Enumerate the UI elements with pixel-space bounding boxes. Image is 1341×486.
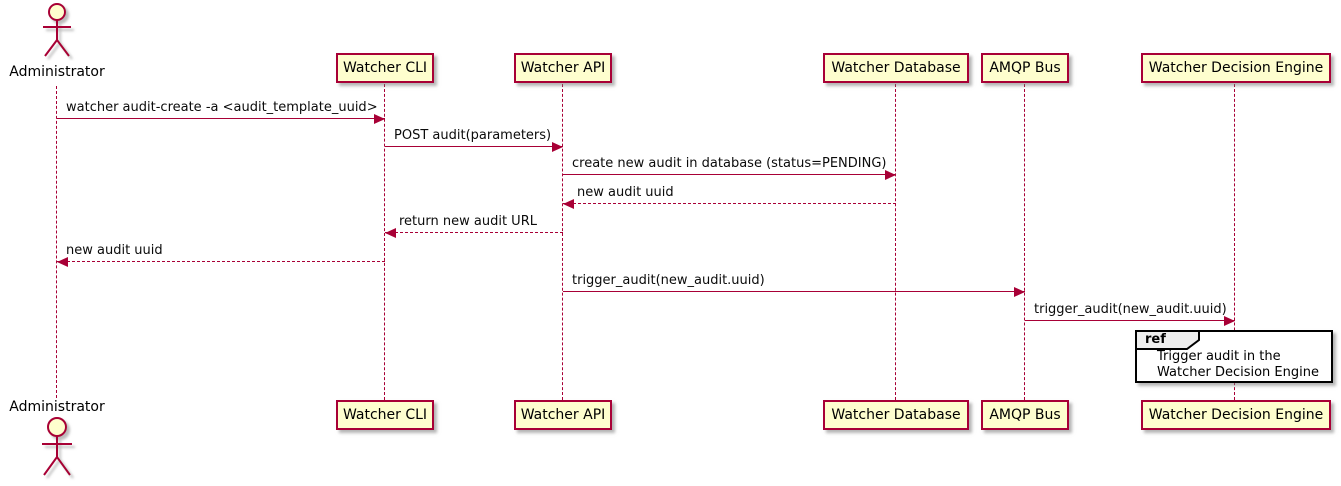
message-line bbox=[57, 261, 385, 262]
message-label: new audit uuid bbox=[66, 243, 163, 258]
participant-watcher-cli-bottom: Watcher CLI bbox=[336, 400, 434, 430]
ref-tab-icon bbox=[1135, 330, 1200, 350]
arrowhead-icon bbox=[385, 228, 396, 238]
participant-amqp-bus-top: AMQP Bus bbox=[981, 53, 1069, 83]
message-line bbox=[1025, 320, 1235, 321]
ref-keyword: ref bbox=[1145, 332, 1166, 347]
message-label: new audit uuid bbox=[577, 185, 674, 200]
participant-watcher-database-bottom: Watcher Database bbox=[823, 400, 969, 430]
arrowhead-icon bbox=[1014, 287, 1025, 297]
message-line bbox=[563, 203, 896, 204]
message-line bbox=[563, 174, 896, 175]
message-trigger-audit-engine: trigger_audit(new_audit.uuid) bbox=[1025, 301, 1235, 327]
actor-icon bbox=[43, 3, 71, 57]
message-line bbox=[385, 232, 563, 233]
participant-watcher-database-top: Watcher Database bbox=[823, 53, 969, 83]
message-line bbox=[57, 118, 385, 119]
participant-label: Watcher Decision Engine bbox=[1148, 407, 1324, 423]
arrowhead-icon bbox=[1224, 316, 1235, 326]
lifeline-administrator bbox=[56, 86, 57, 398]
message-label: return new audit URL bbox=[399, 214, 537, 229]
message-label: trigger_audit(new_audit.uuid) bbox=[1034, 302, 1227, 317]
message-post-audit: POST audit(parameters) bbox=[385, 127, 563, 153]
arrowhead-icon bbox=[374, 114, 385, 124]
message-label: trigger_audit(new_audit.uuid) bbox=[572, 273, 765, 288]
message-audit-create: watcher audit-create -a <audit_template_… bbox=[57, 99, 385, 125]
ref-text: Trigger audit in the Watcher Decision En… bbox=[1157, 349, 1319, 381]
participant-label: Watcher Decision Engine bbox=[1148, 60, 1324, 76]
arrowhead-icon bbox=[885, 170, 896, 180]
lifeline-watcher-cli bbox=[384, 84, 385, 400]
participant-label: Watcher CLI bbox=[342, 60, 428, 76]
participant-label: Watcher API bbox=[520, 60, 606, 76]
actor-icon bbox=[42, 417, 72, 476]
arrowhead-icon bbox=[57, 257, 68, 267]
message-label: watcher audit-create -a <audit_template_… bbox=[66, 100, 378, 115]
message-label: POST audit(parameters) bbox=[394, 128, 552, 143]
participant-watcher-cli-top: Watcher CLI bbox=[336, 53, 434, 83]
lifeline-amqp-bus bbox=[1024, 84, 1025, 400]
participant-label: AMQP Bus bbox=[989, 407, 1061, 423]
participant-watcher-decision-engine-top: Watcher Decision Engine bbox=[1141, 53, 1331, 83]
participant-watcher-api-bottom: Watcher API bbox=[514, 400, 612, 430]
participant-label: Watcher API bbox=[520, 407, 606, 423]
message-new-audit-uuid-db: new audit uuid bbox=[563, 184, 896, 210]
participant-watcher-decision-engine-bottom: Watcher Decision Engine bbox=[1141, 400, 1331, 430]
lifeline-watcher-decision-engine bbox=[1234, 84, 1235, 400]
arrowhead-icon bbox=[552, 142, 563, 152]
message-line bbox=[385, 146, 563, 147]
participant-amqp-bus-bottom: AMQP Bus bbox=[981, 400, 1069, 430]
actor-label-top: Administrator bbox=[9, 64, 105, 80]
participant-watcher-api-top: Watcher API bbox=[514, 53, 612, 83]
ref-text-line: Trigger audit in the bbox=[1157, 349, 1281, 364]
ref-text-line: Watcher Decision Engine bbox=[1157, 365, 1319, 380]
lifeline-watcher-api bbox=[562, 84, 563, 400]
ref-fragment: ref Trigger audit in the Watcher Decisio… bbox=[1135, 330, 1333, 383]
message-new-audit-uuid-cli: new audit uuid bbox=[57, 242, 385, 268]
message-create-audit-db: create new audit in database (status=PEN… bbox=[563, 155, 896, 181]
message-return-audit-url: return new audit URL bbox=[385, 213, 563, 239]
participant-label: Watcher Database bbox=[831, 407, 961, 423]
message-label: create new audit in database (status=PEN… bbox=[572, 156, 887, 171]
lifeline-watcher-database bbox=[895, 84, 896, 400]
participant-label: Watcher CLI bbox=[342, 407, 428, 423]
participant-label: Watcher Database bbox=[831, 60, 961, 76]
participant-label: AMQP Bus bbox=[989, 60, 1061, 76]
actor-label-bottom: Administrator bbox=[9, 399, 105, 415]
message-line bbox=[563, 291, 1025, 292]
arrowhead-icon bbox=[563, 199, 574, 209]
message-trigger-audit-amqp: trigger_audit(new_audit.uuid) bbox=[563, 272, 1025, 298]
